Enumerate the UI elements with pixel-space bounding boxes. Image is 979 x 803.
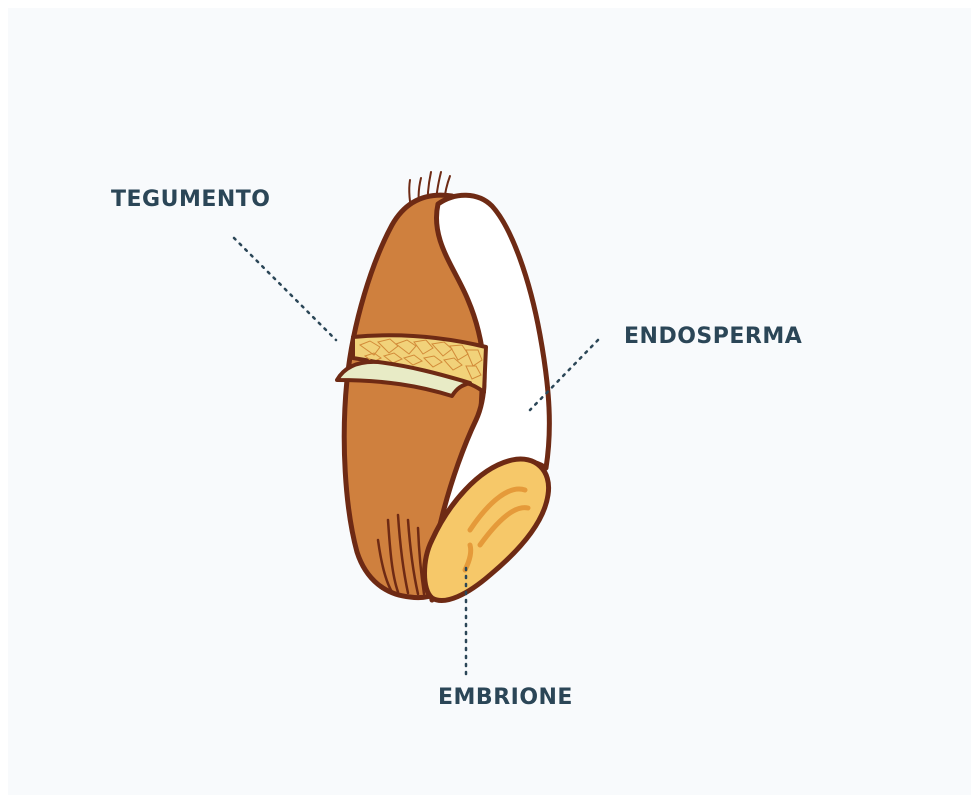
leader-line-tegumento (234, 238, 336, 340)
label-tegumento: TEGUMENTO (111, 187, 271, 212)
label-embrione: EMBRIONE (438, 685, 573, 710)
label-endosperma: ENDOSPERMA (624, 324, 802, 349)
